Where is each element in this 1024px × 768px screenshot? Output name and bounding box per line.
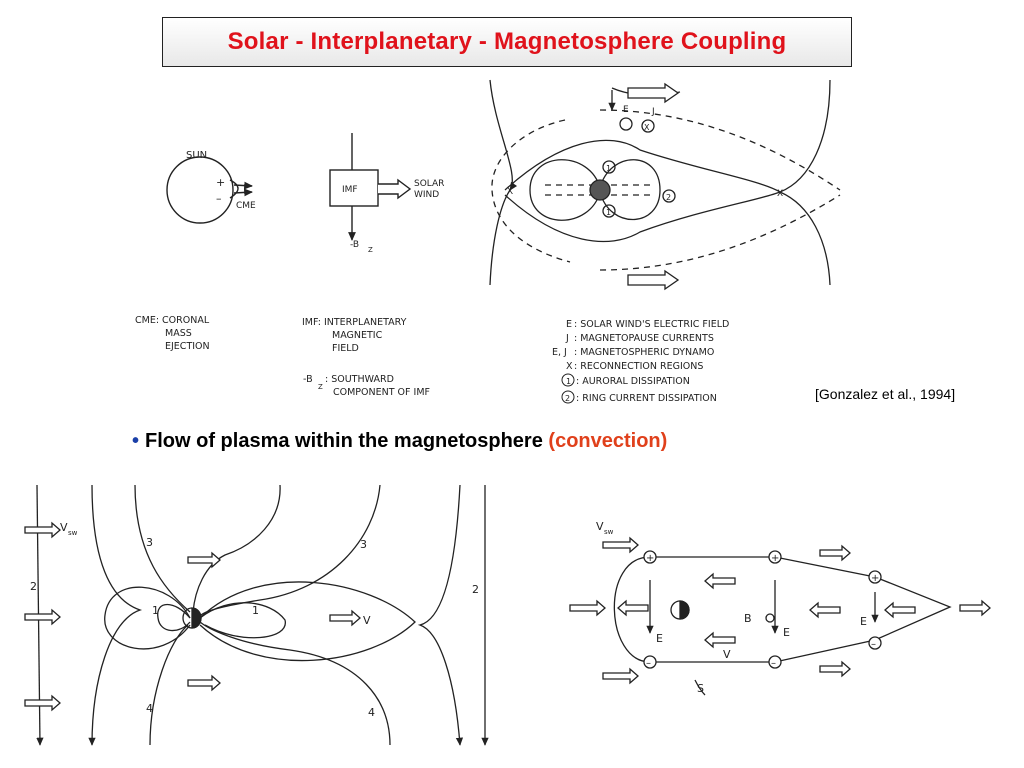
convection-cross-section	[569, 536, 991, 696]
legend-key-E: E	[566, 319, 572, 330]
br-E-2: E	[783, 626, 790, 639]
legend-text-1: : AURORAL DISSIPATION	[576, 376, 690, 387]
br-plus-2: +	[771, 553, 779, 564]
mag-one-bottom: 1	[606, 208, 611, 217]
legend-imf-line-3: FIELD	[332, 343, 359, 354]
br-minus-2: –	[771, 658, 776, 669]
legend-imf: IMF: INTERPLANETARY MAGNETIC FIELD -B Z …	[302, 317, 430, 398]
magnetosphere-diagram	[489, 79, 841, 291]
cme-bubble	[229, 179, 239, 199]
legend-key-J: J	[565, 333, 569, 344]
legend-cme-line-2: MASS	[165, 328, 192, 339]
bullet-highlight: (convection)	[548, 430, 668, 452]
br-vsw: V	[596, 520, 604, 533]
br-V: V	[723, 648, 731, 661]
bz-label: -B	[350, 240, 359, 250]
legend-imf-line-1: IMF: INTERPLANETARY	[302, 317, 407, 328]
bz-sub: Z	[368, 246, 373, 254]
imf-box-label: IMF	[342, 185, 358, 195]
legend-text-EJ: : MAGNETOSPHERIC DYNAMO	[574, 347, 714, 358]
bl-vsw-sub: sw	[68, 529, 78, 537]
br-vsw-sub: sw	[604, 528, 614, 536]
bl-label-3-left: 3	[146, 536, 153, 549]
mag-x-right: X	[777, 189, 783, 199]
imf-box	[329, 169, 379, 207]
br-plus-1: +	[646, 553, 654, 564]
br-B: B	[744, 612, 752, 625]
br-minus-1: –	[646, 658, 651, 669]
solar-wind-label-1: SOLAR	[414, 179, 444, 189]
bullet-marker: •	[132, 430, 140, 452]
legend-text-2: : RING CURRENT DISSIPATION	[576, 393, 717, 404]
bullet-text: Flow of plasma within the magnetosphere	[145, 430, 543, 452]
legend-key-1: 1	[566, 377, 571, 386]
bl-vsw: V	[60, 521, 68, 534]
bl-label-v: V	[363, 614, 371, 627]
legend-bz-line-1: : SOUTHWARD	[325, 374, 394, 385]
sun-cme-diagram	[166, 156, 253, 224]
legend-key-X: X	[566, 361, 573, 372]
legend-bz-line-2: COMPONENT OF IMF	[333, 387, 430, 398]
sun-circle	[166, 156, 234, 224]
legend-imf-line-2: MAGNETIC	[332, 330, 383, 341]
mag-x-left: X	[507, 187, 513, 197]
slide-title-box: Solar - Interplanetary - Magnetosphere C…	[162, 17, 852, 67]
mag-x-circle-label: X	[644, 123, 650, 132]
imf-diagram	[329, 133, 412, 241]
legend-cme-line-3: EJECTION	[165, 341, 210, 352]
legend-cme-line-1: CME: CORONAL	[135, 315, 210, 326]
mag-two: 2	[666, 193, 671, 202]
br-S: S	[697, 682, 704, 695]
cme-label: CME	[236, 201, 256, 211]
bl-label-1-right: 1	[252, 604, 259, 617]
mag-J-label: J	[651, 107, 655, 117]
br-E-1: E	[656, 632, 663, 645]
legend-text-X: : RECONNECTION REGIONS	[574, 361, 703, 372]
bl-label-4-left: 4	[146, 702, 153, 715]
br-minus-3: –	[871, 639, 876, 650]
legend-cme: CME: CORONAL MASS EJECTION	[135, 315, 210, 352]
mag-E-label: E	[623, 105, 629, 115]
bl-label-2-left: 2	[30, 580, 37, 593]
legend-key-EJ: E, J	[552, 347, 567, 358]
convection-field-diagram	[24, 484, 489, 746]
bl-label-4-right: 4	[368, 706, 375, 719]
bl-label-1-left: 1	[152, 604, 159, 617]
solar-wind-label-2: WIND	[414, 190, 439, 200]
citation: [Gonzalez et al., 1994]	[815, 386, 956, 402]
br-E-3: E	[860, 615, 867, 628]
sun-label: SUN	[186, 150, 207, 161]
bullet-convection: •Flow of plasma within the magnetosphere…	[132, 430, 667, 453]
bl-label-3-right: 3	[360, 538, 367, 551]
legend-bz-prefix: -B	[303, 374, 313, 385]
bl-label-2-right: 2	[472, 583, 479, 596]
legend-bz-sub: Z	[318, 383, 323, 391]
mag-one-top: 1	[606, 164, 611, 173]
legend-key-2: 2	[565, 394, 570, 403]
br-plus-3: +	[871, 573, 879, 584]
legend-right: E : SOLAR WIND'S ELECTRIC FIELD J : MAGN…	[552, 319, 729, 404]
sun-minus: –	[216, 192, 222, 205]
slide-title: Solar - Interplanetary - Magnetosphere C…	[227, 28, 787, 55]
legend-text-J: : MAGNETOPAUSE CURRENTS	[574, 333, 714, 344]
sun-plus: +	[216, 176, 225, 189]
legend-text-E: : SOLAR WIND'S ELECTRIC FIELD	[574, 319, 729, 330]
